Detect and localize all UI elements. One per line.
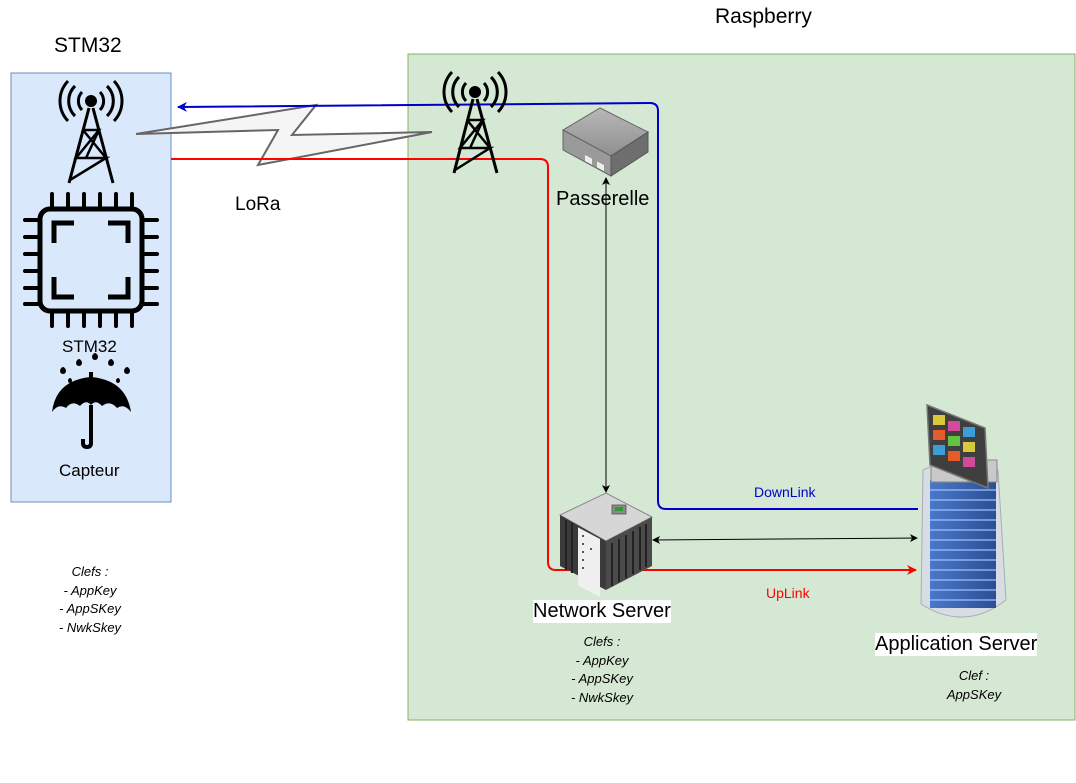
- key-item: - NwkSkey: [58, 619, 122, 635]
- downlink-line: [177, 101, 918, 510]
- application-server-icon: [920, 403, 1007, 618]
- network-server-icon: [558, 492, 654, 598]
- gateway-device-icon: [561, 107, 650, 177]
- uplink-label: UpLink: [766, 585, 810, 601]
- key-item: - AppKey: [63, 582, 117, 598]
- gateway-label: Passerelle: [556, 188, 650, 210]
- network-application-link: [652, 534, 918, 544]
- keys-heading: Clefs :: [583, 634, 621, 649]
- application-server-label: Application Server: [875, 633, 1038, 656]
- sensor-label: Capteur: [59, 461, 120, 480]
- key-item: AppSKey: [946, 686, 1002, 702]
- downlink-label: DownLink: [754, 484, 816, 500]
- chip-icon: [23, 192, 159, 328]
- lora-label: LoRa: [235, 194, 281, 215]
- chip-label: STM32: [62, 337, 117, 356]
- stm32-keys-list: Clefs : - AppKey - AppSKey - NwkSkey: [44, 563, 136, 637]
- raspberry-antenna-icon: [442, 70, 508, 174]
- keys-heading: Clefs :: [71, 564, 109, 579]
- network-server-keys-list: Clefs : - AppKey - AppSKey - NwkSkey: [556, 633, 648, 707]
- raspberry-panel: [407, 53, 1076, 721]
- stm32-antenna-icon: [58, 79, 124, 184]
- key-item: - AppSKey: [571, 671, 633, 686]
- stm32-title: STM32: [54, 34, 122, 57]
- key-item: - NwkSkey: [570, 689, 634, 705]
- uplink-line: [171, 158, 917, 575]
- raspberry-title: Raspberry: [715, 5, 812, 28]
- application-server-keys-list: Clef : AppSKey: [930, 667, 1018, 704]
- network-server-label: Network Server: [533, 600, 671, 623]
- keys-heading: Clef :: [958, 668, 990, 683]
- key-item: - AppKey: [575, 652, 629, 668]
- key-item: - AppSKey: [59, 601, 121, 616]
- lora-bolt-icon: [135, 103, 433, 167]
- umbrella-sensor-icon: [52, 353, 131, 449]
